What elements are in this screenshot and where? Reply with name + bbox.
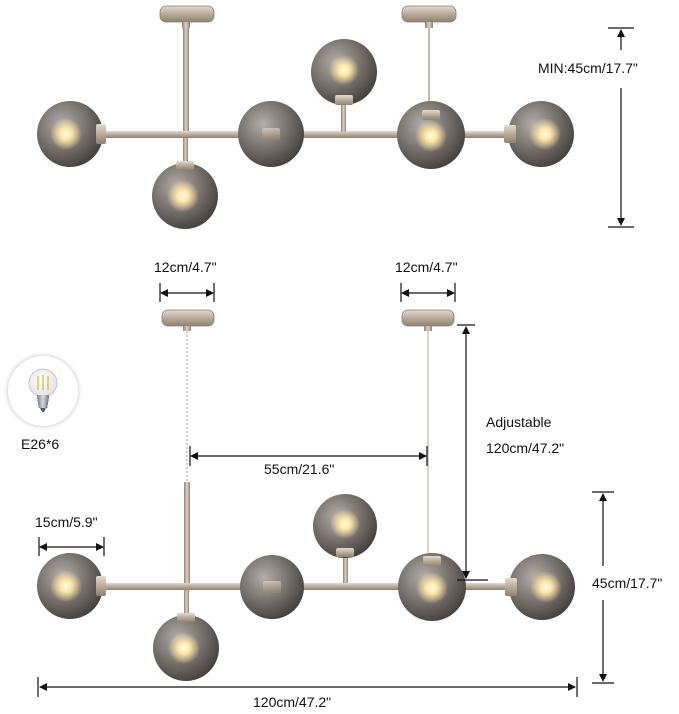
- top-globe-center-right: [397, 101, 465, 169]
- canopy-left-width-label: 12cm/4.7": [154, 259, 217, 275]
- top-down-rod: [183, 28, 189, 132]
- adjustable-length-dimension: [457, 324, 488, 581]
- top-min-height-dimension: [608, 27, 634, 228]
- adjustable-title-label: Adjustable: [486, 414, 552, 430]
- top-globe-left-lower: [152, 161, 218, 229]
- fixture-height-label: 45cm/17.7": [592, 575, 663, 591]
- top-canopy-left: [159, 5, 215, 28]
- top-main-bar: [70, 131, 545, 138]
- globe-diameter-label: 15cm/5.9": [35, 514, 98, 530]
- bottom-globe-far-left: [37, 553, 106, 619]
- fixture-height-dimension: [592, 491, 614, 684]
- fixture-width-dimension: [37, 677, 578, 697]
- top-globe-center-left: [238, 101, 304, 167]
- bulb-type-label: E26*6: [21, 436, 60, 452]
- canopy-spacing-label: 55cm/21.6": [264, 461, 335, 477]
- bottom-globe-upper-center: [313, 494, 377, 558]
- top-globe-upper-center: [311, 39, 377, 105]
- bottom-down-rod: [184, 482, 190, 584]
- bottom-canopy-right: [401, 309, 455, 331]
- canopy-right-width-label: 12cm/4.7": [395, 259, 458, 275]
- canopy-spacing-dimension: [189, 446, 428, 466]
- bottom-canopy-left: [161, 309, 215, 331]
- top-globe-far-left: [37, 101, 106, 167]
- top-globe-far-right: [504, 101, 574, 167]
- bottom-globe-center-right: [398, 553, 466, 621]
- fixture-width-label: 120cm/47.2": [253, 694, 332, 710]
- top-canopy-right: [401, 5, 457, 28]
- top-fixture: [37, 5, 574, 229]
- top-min-height-label: MIN:45cm/17.7": [538, 60, 638, 76]
- bottom-fixture: [37, 309, 575, 681]
- adjustable-length-label: 120cm/47.2": [486, 440, 565, 456]
- bulb-icon: [8, 356, 78, 426]
- bottom-globe-far-right: [505, 554, 575, 620]
- canopy-right-dimension: [400, 283, 456, 302]
- canopy-left-dimension: [159, 283, 215, 302]
- bottom-main-bar: [70, 583, 545, 590]
- led-bulb-icon: [28, 368, 58, 412]
- globe-diameter-dimension: [38, 537, 105, 556]
- bottom-globe-center-left: [240, 555, 304, 619]
- bottom-globe-left-lower: [153, 613, 219, 681]
